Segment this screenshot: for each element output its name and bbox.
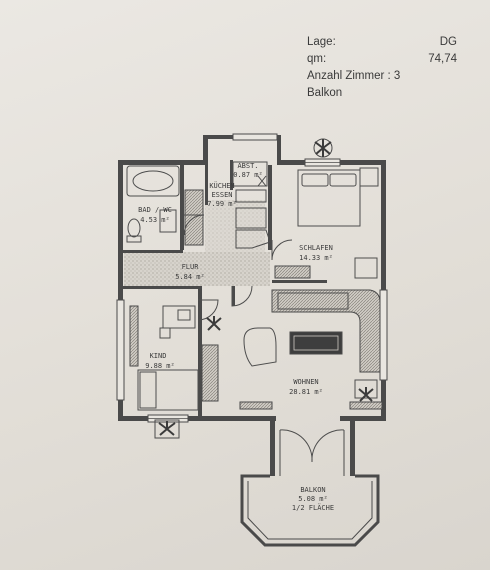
info-qm: qm: 74,74 bbox=[307, 51, 457, 68]
wohnen-name: WOHNEN bbox=[293, 378, 318, 386]
schlafen-area: 14.33 m² bbox=[299, 254, 333, 262]
wardrobe bbox=[274, 265, 311, 279]
qm-value: 74,74 bbox=[428, 53, 457, 65]
apartment-info: Lage: DG qm: 74,74 Anzahl Zimmer : 3 Bal… bbox=[307, 34, 457, 102]
living-shelf bbox=[201, 344, 219, 402]
kitchen-unit bbox=[235, 189, 267, 203]
bathtub bbox=[126, 165, 180, 197]
flur-floor bbox=[124, 252, 270, 286]
flur-area: 5.84 m² bbox=[175, 273, 205, 281]
flur-name: FLUR bbox=[182, 263, 200, 271]
balcony bbox=[240, 429, 380, 547]
qm-label: qm: bbox=[307, 53, 327, 65]
lage-label: Lage: bbox=[307, 36, 336, 48]
doors bbox=[183, 214, 293, 321]
plant-kid bbox=[154, 419, 180, 439]
plant-wohnen-right bbox=[358, 387, 374, 402]
windows bbox=[116, 133, 388, 423]
side-table bbox=[354, 379, 378, 399]
wohnen-area: 28.81 m² bbox=[289, 388, 323, 396]
kuechen-name: KÜCHEN bbox=[209, 181, 234, 190]
bad-name: BAD / WC bbox=[138, 206, 172, 214]
nightstand bbox=[359, 167, 379, 187]
sofa bbox=[271, 289, 381, 373]
abst-name: ABST. bbox=[237, 162, 258, 170]
abst-area: 0.87 m² bbox=[233, 171, 263, 179]
kitchen-shelf bbox=[235, 229, 271, 249]
zimmer-label: Anzahl Zimmer : 3 bbox=[307, 70, 401, 82]
schlafen-name: SCHLAFEN bbox=[299, 244, 333, 252]
flur-floor-upper bbox=[205, 200, 265, 252]
balkon-note: 1/2 FLÄCHE bbox=[292, 503, 334, 512]
dining-table bbox=[235, 207, 267, 229]
armchair bbox=[243, 327, 277, 367]
toilet bbox=[126, 218, 142, 243]
info-lage: Lage: DG bbox=[307, 34, 457, 51]
essen-name: ESSEN bbox=[211, 191, 232, 199]
zimmer-value: 3 bbox=[393, 70, 401, 82]
info-balkon: Balkon bbox=[307, 85, 457, 102]
kid-desk bbox=[162, 305, 196, 329]
abst-box bbox=[232, 161, 268, 187]
kid-shelf bbox=[129, 305, 139, 367]
plant-living bbox=[206, 316, 222, 331]
bed bbox=[297, 169, 361, 227]
info-zimmer: Anzahl Zimmer : 3 bbox=[307, 68, 457, 85]
kid-bed bbox=[137, 369, 199, 411]
kid-chair bbox=[159, 327, 171, 339]
balkon-name: BALKON bbox=[300, 486, 325, 494]
sink bbox=[159, 209, 177, 233]
kind-area: 9.88 m² bbox=[145, 362, 175, 370]
bad-area: 4.53 m² bbox=[140, 216, 170, 224]
balkon-label: Balkon bbox=[307, 87, 343, 99]
kuechen-area: 7.99 m² bbox=[207, 200, 237, 208]
balkon-area: 5.08 m² bbox=[298, 495, 328, 503]
plant-kitchen bbox=[313, 138, 333, 158]
coffee-table bbox=[289, 331, 343, 355]
kind-name: KIND bbox=[150, 352, 167, 360]
lage-value: DG bbox=[439, 36, 457, 48]
bedroom-desk bbox=[354, 257, 378, 279]
